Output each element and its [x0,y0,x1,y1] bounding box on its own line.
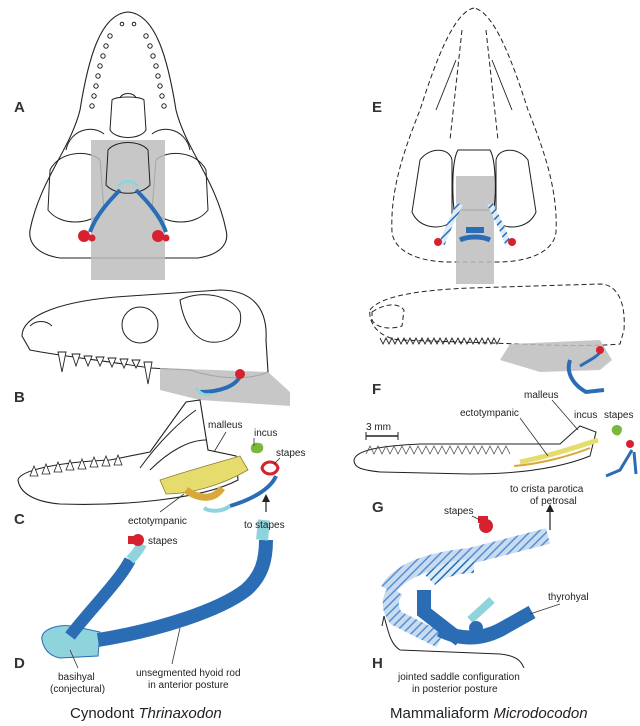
label-malleus-left: malleus [208,420,242,431]
label-stapes-right-g: stapes [604,410,633,421]
panel-label-g: G [372,499,384,516]
panel-label-h: H [372,655,383,672]
panel-c-jaw [17,399,280,513]
panel-label-c: C [14,511,25,528]
label-stapes-right-h: stapes [444,506,473,517]
panel-h-hyoid [381,504,554,669]
label-thyrohyal: thyrohyal [548,592,589,603]
jaw-c-ectotympanic-bone [183,485,225,501]
jaw-c-teeth [29,453,123,477]
hyoid-h-epihyal [425,559,475,586]
label-to-crista-1: to crista parotica [510,484,584,495]
jaw-c-stapes-bone [260,460,280,476]
panel-d-hyoid [41,494,273,659]
jaw-c-malleus-bone [159,455,249,495]
label-incus-right: incus [574,410,597,421]
label-scale-bar: 3 mm [366,422,391,433]
panel-b-skull [21,289,290,406]
panel-label-e: E [372,99,382,116]
jaw-g-incus-bone [611,425,622,436]
skull-a-tooth-sockets [89,21,167,109]
panel-label-a: A [14,99,25,116]
label-ectotympanic-right: ectotympanic [460,408,519,419]
label-stapes-left-c: stapes [276,448,305,459]
skull-b-teeth [57,351,153,385]
caption-left: Cynodont Thrinaxodon [70,705,222,722]
skull-a-stapes-right [152,230,164,242]
hyoid-d-ceratohyal [65,557,136,640]
jaw-g-ectotympanic-bone [513,447,591,467]
panel-e-skull [391,7,557,284]
label-ectotympanic-left: ectotympanic [128,516,187,527]
caption-right: Mammaliaform Microdocodon [390,705,588,722]
label-to-crista-2: of petrosal [530,496,577,507]
label-hyoid-rod-2: in anterior posture [148,680,229,691]
skull-a-hyoid-left [88,188,122,233]
label-malleus-right: malleus [524,390,558,401]
jaw-g-stapes-bone [626,440,634,448]
label-stapes-left-d: stapes [148,536,177,547]
skull-a-stapes-left [78,230,90,242]
skull-a-hyoid-right [134,188,168,233]
panel-a-skull [29,11,228,280]
label-to-stapes: to stapes [244,520,285,531]
panel-label-b: B [14,389,25,406]
label-saddle-1: jointed saddle configuration [397,672,520,683]
panel-label-f: F [372,381,381,398]
jaw-c-incus-bone [250,442,264,454]
jaw-g-teeth [365,445,511,455]
panel-g-jaw [353,425,638,478]
panel-label-d: D [14,655,25,672]
skull-e-teeth [435,59,513,111]
label-basihyal-1: basihyal [58,672,95,683]
hyoid-d-rod [96,539,273,647]
panel-f-skull [369,283,625,395]
skull-f-teeth [379,336,501,346]
label-basihyal-2: (conjectural) [50,684,105,695]
jaw-g-malleus-bone [519,437,599,465]
label-saddle-2: in posterior posture [412,684,498,695]
label-hyoid-rod-1: unsegmented hyoid rod [136,668,241,679]
label-incus-left: incus [254,428,277,439]
hyoid-h-stylohyal-hatched [381,528,550,595]
